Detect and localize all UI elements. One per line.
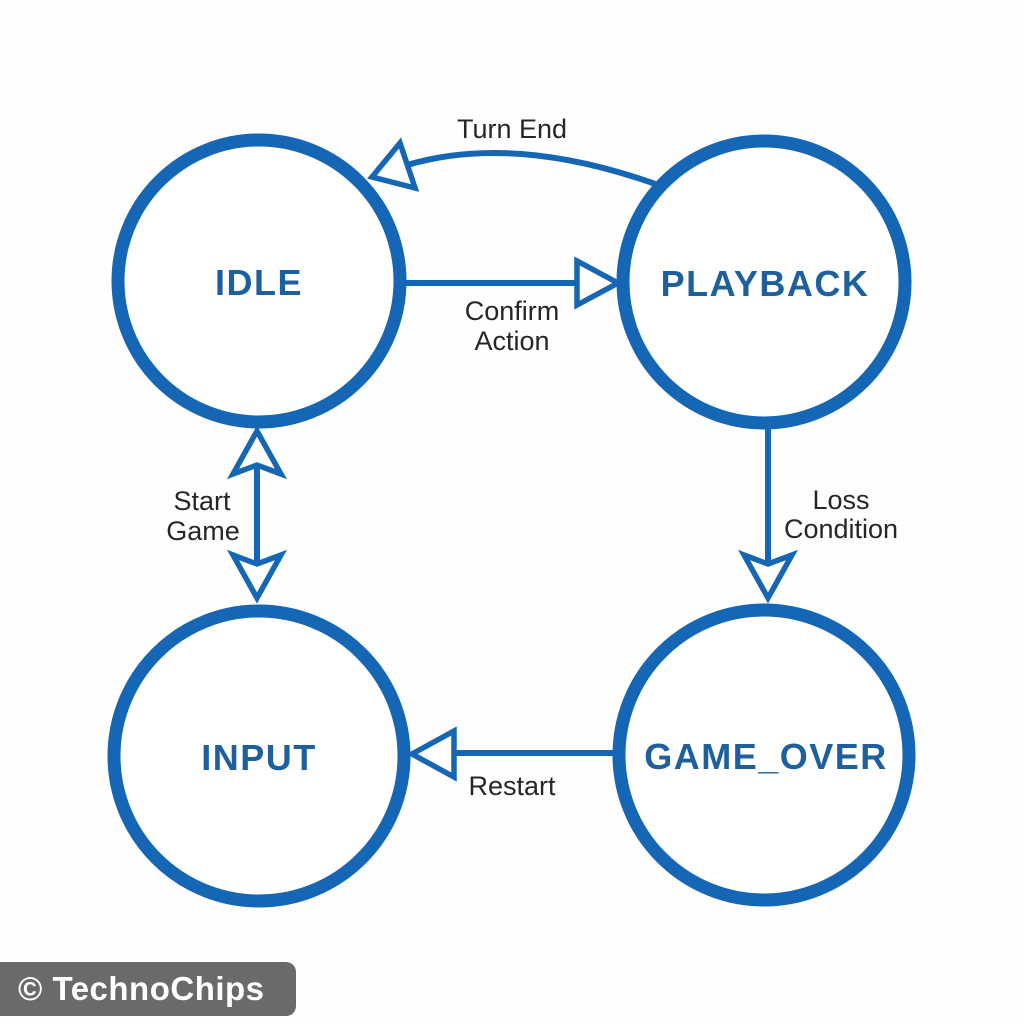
state-circle-idle: [111, 133, 407, 429]
transition-restart: Restart: [406, 726, 619, 801]
state-input: INPUT: [107, 604, 411, 908]
state-label-input: INPUT: [201, 737, 317, 778]
transition-start-game: Start Game: [166, 425, 288, 604]
state-label-idle: IDLE: [215, 262, 303, 303]
confirm-action-label-line2: Action: [474, 326, 549, 356]
state-game-over: GAME_OVER: [612, 603, 916, 907]
transition-loss-condition: Loss Condition: [737, 426, 898, 604]
arrowhead-left-icon: [367, 137, 420, 192]
transition-confirm-action: Confirm Action: [401, 256, 624, 356]
loss-condition-label-line1: Loss: [812, 485, 869, 515]
arrowhead-down-icon: [226, 549, 288, 604]
arrowhead-left-icon: [406, 726, 457, 782]
arrowhead-up-icon: [226, 425, 288, 480]
restart-label: Restart: [468, 771, 556, 801]
state-circle-playback: [616, 134, 912, 430]
turn-end-label: Turn End: [457, 114, 567, 144]
arrowhead-right-icon: [574, 256, 624, 310]
watermark-badge: © TechnoChips: [0, 962, 296, 1016]
turn-end-curve: [406, 150, 663, 189]
state-label-game-over: GAME_OVER: [644, 736, 888, 777]
start-game-label-line1: Start: [173, 486, 231, 516]
arrowhead-down-icon: [737, 549, 799, 604]
state-playback: PLAYBACK: [616, 134, 912, 430]
loss-condition-label-line2: Condition: [784, 514, 898, 544]
transition-turn-end: Turn End: [367, 114, 663, 192]
state-label-playback: PLAYBACK: [661, 263, 870, 304]
state-idle: IDLE: [111, 133, 407, 429]
start-game-label-line2: Game: [166, 516, 240, 546]
state-circle-input: [107, 604, 411, 908]
state-circle-game-over: [612, 603, 916, 907]
confirm-action-label-line1: Confirm: [465, 296, 560, 326]
watermark-text: © TechnoChips: [18, 970, 265, 1007]
